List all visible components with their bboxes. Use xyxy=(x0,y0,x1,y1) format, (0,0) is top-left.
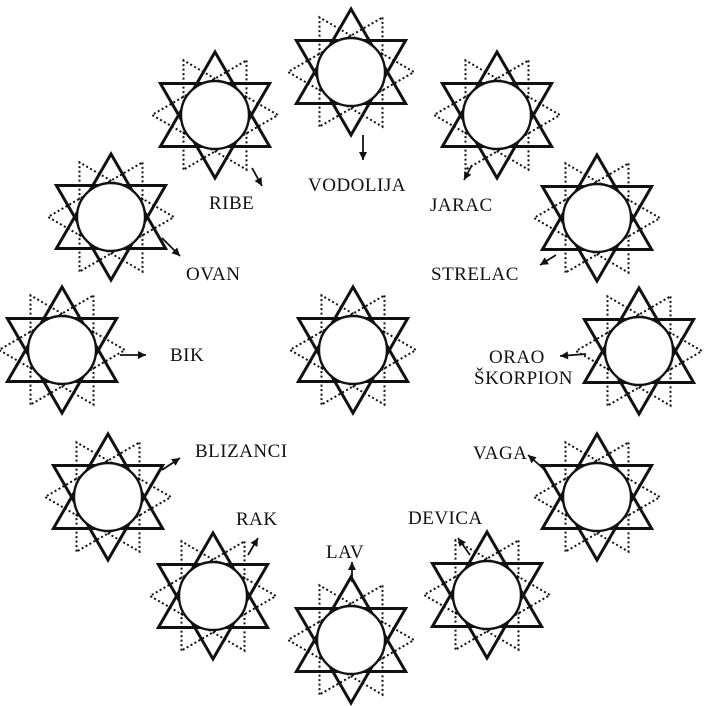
label-orao: ORAO xyxy=(489,347,545,368)
label-ovan: OVAN xyxy=(186,264,240,285)
inner-circle xyxy=(28,316,96,384)
label-ribe: RIBE xyxy=(209,193,254,214)
inner-circle xyxy=(317,38,385,106)
label-lav: LAV xyxy=(326,542,364,563)
arrow-vodolija xyxy=(359,135,367,160)
arrow-head xyxy=(458,538,466,547)
inner-circle xyxy=(317,606,385,674)
inner-circle xyxy=(453,561,521,629)
star-blizanci xyxy=(45,434,171,560)
label-strelac: STRELAC xyxy=(431,264,519,285)
star-ovan xyxy=(48,154,174,280)
star-bik xyxy=(0,287,125,413)
star-ribe xyxy=(152,52,278,178)
star-lav xyxy=(288,577,414,703)
inner-circle xyxy=(181,81,249,149)
arrow-head xyxy=(359,152,367,160)
arrow-head xyxy=(138,351,146,359)
inner-circle xyxy=(74,463,142,531)
arrow-vaga xyxy=(528,455,545,470)
star-skorpion xyxy=(576,288,702,414)
arrow-head xyxy=(560,351,568,359)
inner-circle xyxy=(179,562,247,630)
label-skorpion: ŠKORPION xyxy=(474,367,573,389)
label-vaga: VAGA xyxy=(473,443,527,464)
inner-circle xyxy=(319,316,387,384)
label-jarac: JARAC xyxy=(430,195,493,216)
label-blizanci: BLIZANCI xyxy=(195,441,288,462)
inner-circle xyxy=(605,317,673,385)
inner-circle xyxy=(563,184,631,252)
arrow-devica xyxy=(458,538,470,555)
inner-circle xyxy=(77,183,145,251)
arrow-skorpion xyxy=(560,351,586,359)
inner-circle xyxy=(563,463,631,531)
star-center xyxy=(290,287,416,413)
star-strelac xyxy=(534,155,660,281)
label-vodolija: VODOLIJA xyxy=(308,175,406,196)
star-jarac xyxy=(434,52,560,178)
arrow-head xyxy=(171,458,180,466)
arrow-ribe xyxy=(252,168,262,186)
star-vodolija xyxy=(288,9,414,135)
arrow-bik xyxy=(120,351,146,359)
label-devica: DEVICA xyxy=(408,508,483,529)
arrow-strelac xyxy=(540,255,556,265)
label-rak: RAK xyxy=(236,509,278,530)
arrow-rak xyxy=(248,538,258,555)
star-rak xyxy=(150,533,276,659)
star-devica xyxy=(424,532,550,658)
inner-circle xyxy=(463,81,531,149)
arrow-head xyxy=(348,562,356,570)
label-bik: BIK xyxy=(170,345,204,366)
star-vaga xyxy=(534,434,660,560)
stars-layer xyxy=(0,9,702,703)
